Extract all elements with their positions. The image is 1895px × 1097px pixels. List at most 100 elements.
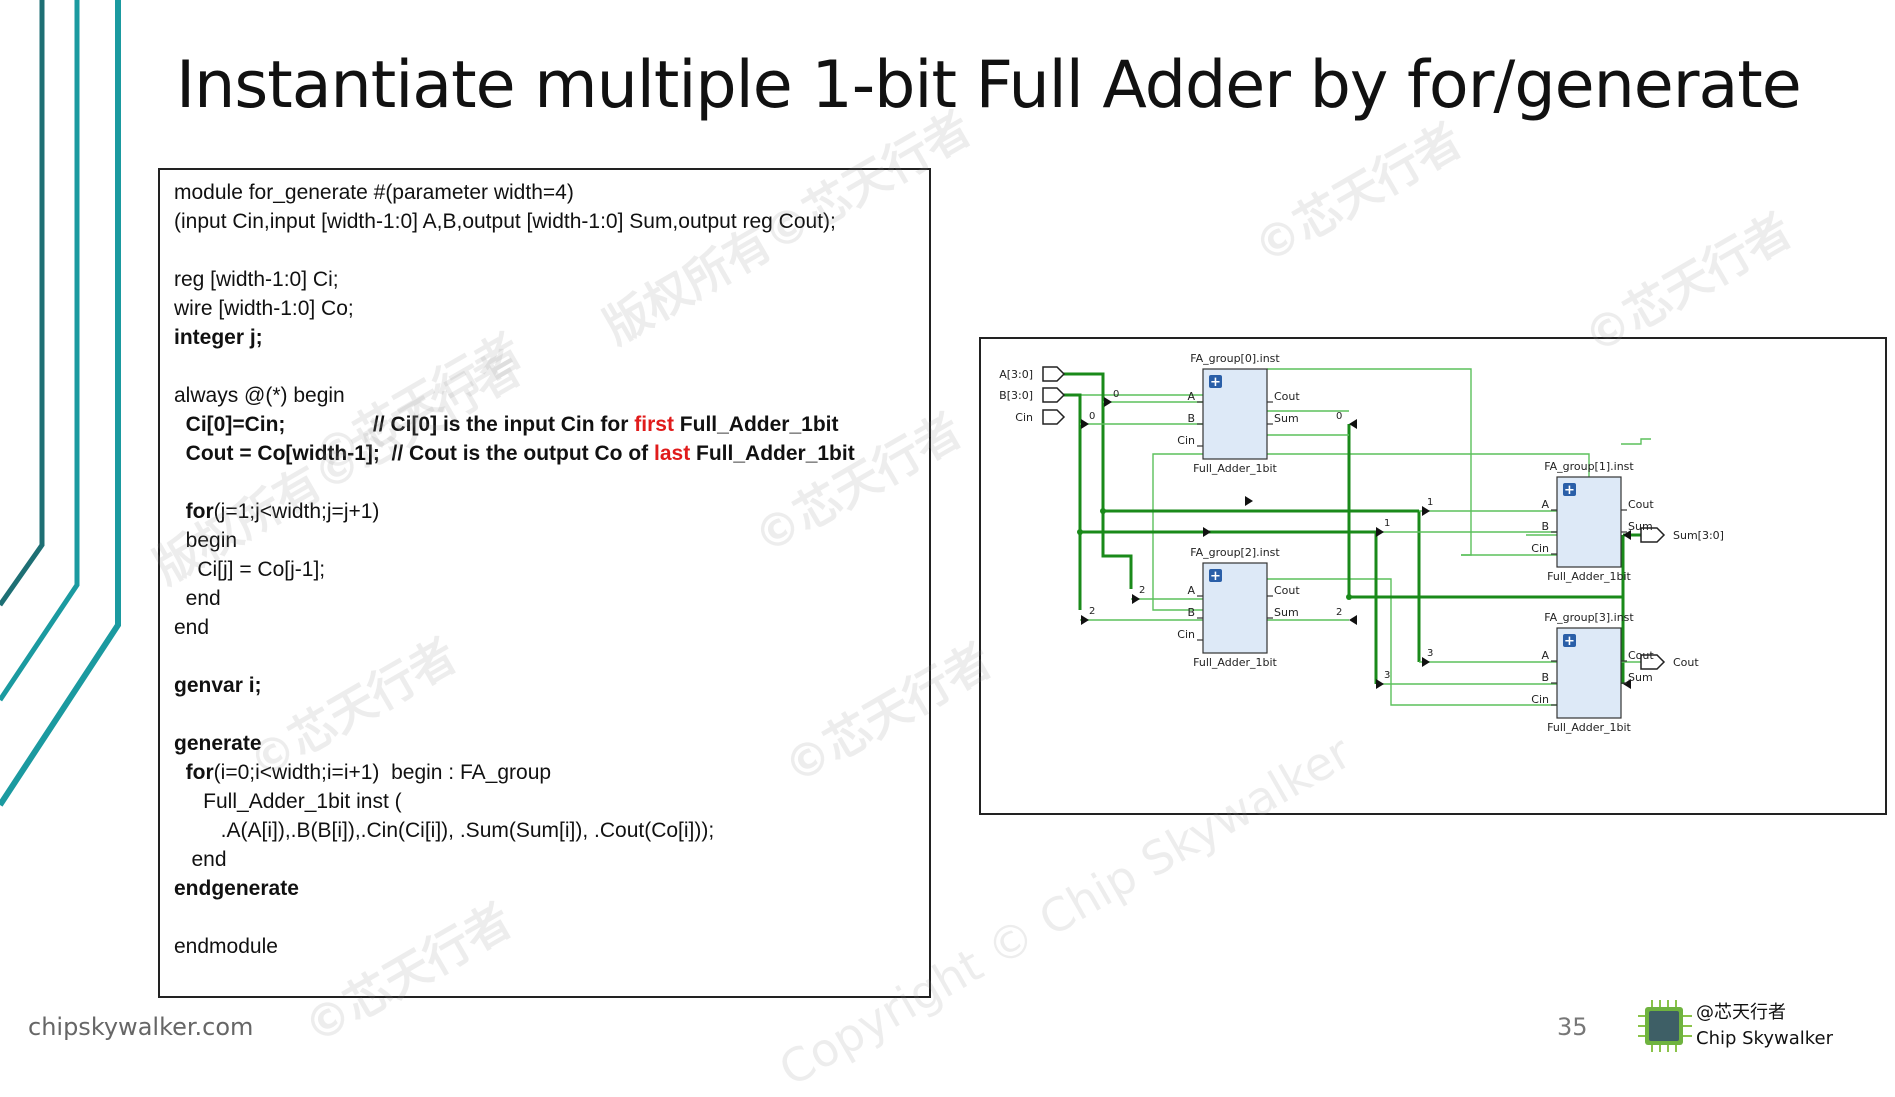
bus-index-label: 0 bbox=[1336, 411, 1342, 422]
code-segment: genvar i; bbox=[174, 674, 262, 697]
slide-title: Instantiate multiple 1-bit Full Adder by… bbox=[176, 48, 1802, 123]
port-label-cin: Cin bbox=[1177, 434, 1195, 447]
code-line: always @(*) begin bbox=[174, 381, 855, 410]
code-segment: generate bbox=[174, 732, 262, 755]
code-line: begin bbox=[174, 526, 855, 555]
wire-stub bbox=[1621, 438, 1651, 445]
code-line: genvar i; bbox=[174, 671, 855, 700]
expand-icon bbox=[1209, 375, 1222, 388]
block-instance-name: FA_group[2].inst bbox=[1190, 546, 1280, 559]
rip-arrow-icon bbox=[1104, 397, 1112, 407]
port-label-cin: Cin bbox=[1531, 542, 1549, 555]
code-line: Cout = Co[width-1]; // Cout is the outpu… bbox=[174, 439, 855, 468]
block-instance-name: FA_group[0].inst bbox=[1190, 352, 1280, 365]
bus-index-label: 0 bbox=[1089, 411, 1095, 422]
block-type-name: Full_Adder_1bit bbox=[1547, 721, 1631, 734]
brand-en: Chip Skywalker bbox=[1696, 1028, 1833, 1049]
junction-dot bbox=[1100, 508, 1106, 514]
port-label-cout: Cout bbox=[1628, 649, 1654, 662]
code-line: Full_Adder_1bit inst ( bbox=[174, 787, 855, 816]
port-label-sum: Sum bbox=[1274, 412, 1299, 425]
code-line: Ci[0]=Cin; // Ci[0] is the input Cin for… bbox=[174, 410, 855, 439]
port-label-a: A bbox=[1187, 390, 1195, 403]
port-label-cin: Cin bbox=[1531, 693, 1549, 706]
rip-arrow-icon bbox=[1422, 657, 1430, 667]
rip-arrow-icon bbox=[1376, 527, 1384, 537]
code-line: endmodule bbox=[174, 932, 855, 961]
port-label-cin: Cin bbox=[1177, 628, 1195, 641]
code-segment: Full_Adder_1bit bbox=[690, 442, 855, 465]
schematic-diagram: 000111222333A[3:0]B[3:0]CinSum[3:0]Cout+… bbox=[979, 337, 1887, 815]
code-line: reg [width-1:0] Ci; bbox=[174, 265, 855, 294]
code-segment: Ci[0]=Cin; // Ci[0] is the input Cin for bbox=[174, 413, 635, 436]
code-line bbox=[174, 642, 855, 671]
footer-site: chipskywalker.com bbox=[28, 1013, 254, 1041]
port-label-a: A bbox=[1541, 498, 1549, 511]
code-segment: (input Cin,input [width-1:0] A,B,output … bbox=[174, 210, 836, 233]
bus-index-label: 3 bbox=[1427, 648, 1433, 659]
code-line: (input Cin,input [width-1:0] A,B,output … bbox=[174, 207, 855, 236]
bus-index-label: 3 bbox=[1384, 670, 1390, 681]
watermark: ©芯天行者 bbox=[1244, 112, 1471, 275]
rip-arrow-icon bbox=[1081, 419, 1089, 429]
code-segment: for bbox=[185, 500, 214, 523]
input-port-icon bbox=[1042, 409, 1066, 425]
code-segment: (i=0;i<width;i=i+1) begin : FA_group bbox=[213, 761, 552, 784]
stripe-1 bbox=[0, 0, 45, 607]
code-segment: begin bbox=[174, 529, 238, 552]
verilog-code: module for_generate #(parameter width=4)… bbox=[174, 178, 855, 961]
rip-arrow-icon bbox=[1349, 615, 1357, 625]
code-segment: endgenerate bbox=[174, 877, 299, 900]
code-segment: Cout = Co[width-1]; // Cout is the outpu… bbox=[174, 442, 654, 465]
port-label-sum: Sum bbox=[1628, 671, 1653, 684]
rip-arrow-icon bbox=[1623, 679, 1631, 689]
code-line: endgenerate bbox=[174, 874, 855, 903]
port-label-b: B bbox=[1541, 520, 1549, 533]
chip-logo-icon bbox=[1638, 1000, 1692, 1052]
expand-icon bbox=[1563, 483, 1576, 496]
expand-icon bbox=[1209, 569, 1222, 582]
code-segment: Ci[j] = Co[j-1]; bbox=[174, 558, 326, 581]
code-line: .A(A[i]),.B(B[i]),.Cin(Ci[i]), .Sum(Sum[… bbox=[174, 816, 855, 845]
code-segment: end bbox=[174, 616, 210, 639]
code-line: generate bbox=[174, 729, 855, 758]
code-segment: endmodule bbox=[174, 935, 278, 958]
code-line: integer j; bbox=[174, 323, 855, 352]
rip-arrow-icon bbox=[1132, 594, 1140, 604]
page-number: 35 bbox=[1557, 1013, 1588, 1041]
stripe-3 bbox=[0, 0, 121, 807]
block-type-name: Full_Adder_1bit bbox=[1193, 462, 1277, 475]
code-segment: last bbox=[654, 442, 691, 465]
wire-co2-to-ci3 bbox=[1267, 578, 1557, 706]
code-segment: (j=1;j<width;j=j+1) bbox=[213, 500, 380, 523]
brand-cn: @芯天行者 bbox=[1696, 1002, 1786, 1023]
rip-arrow-icon bbox=[1245, 496, 1253, 506]
code-segment: module for_generate #(parameter width=4) bbox=[174, 181, 574, 204]
output-port-label: Cout bbox=[1673, 656, 1699, 669]
bus-index-label: 2 bbox=[1089, 606, 1095, 617]
port-label-cout: Cout bbox=[1274, 584, 1300, 597]
junction-dot bbox=[1077, 529, 1083, 535]
bus-index-label: 1 bbox=[1384, 518, 1390, 529]
code-segment: .A(A[i]),.B(B[i]),.Cin(Ci[i]), .Sum(Sum[… bbox=[174, 819, 715, 842]
code-line: for(j=1;j<width;j=j+1) bbox=[174, 497, 855, 526]
code-line bbox=[174, 352, 855, 381]
rip-arrow-icon bbox=[1422, 506, 1430, 516]
decorative-stripes bbox=[0, 0, 121, 807]
block-instance-name: FA_group[1].inst bbox=[1544, 460, 1634, 473]
code-segment: Full_Adder_1bit inst ( bbox=[174, 790, 402, 813]
expand-icon bbox=[1563, 634, 1576, 647]
code-segment: end bbox=[174, 587, 221, 610]
code-line: Ci[j] = Co[j-1]; bbox=[174, 555, 855, 584]
expand-plus-glyph: + bbox=[1564, 483, 1575, 498]
code-line bbox=[174, 700, 855, 729]
input-port-icon bbox=[1042, 366, 1066, 382]
rip-arrow-icon bbox=[1081, 615, 1089, 625]
expand-plus-glyph: + bbox=[1564, 634, 1575, 649]
expand-plus-glyph: + bbox=[1210, 375, 1221, 390]
code-segment: wire [width-1:0] Co; bbox=[174, 297, 354, 320]
bus-sum bbox=[1347, 424, 1625, 684]
code-segment: always @(*) begin bbox=[174, 384, 345, 407]
rip-arrow-icon bbox=[1376, 679, 1384, 689]
code-line bbox=[174, 903, 855, 932]
